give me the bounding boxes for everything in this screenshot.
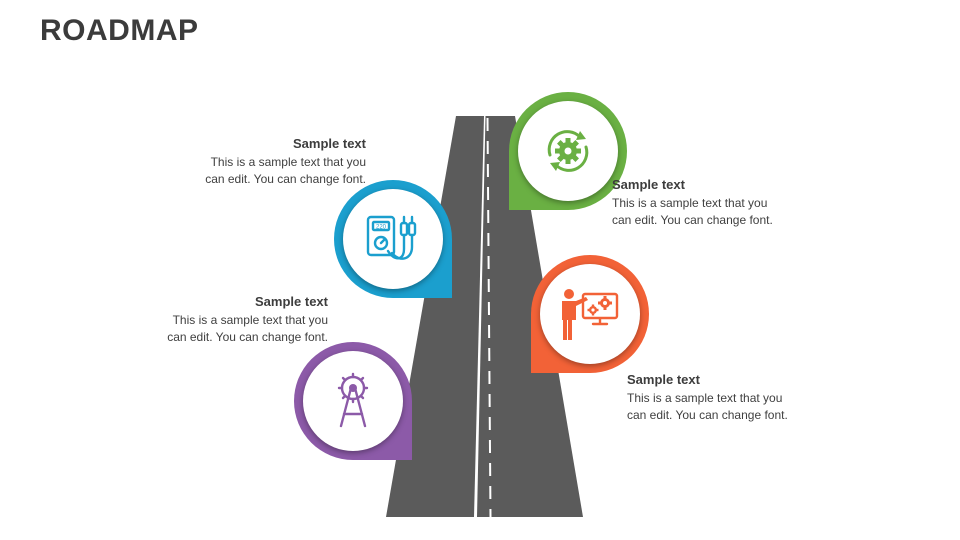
- compass-gear-icon: [337, 372, 369, 428]
- step-4-body: This is a sample text that you can edit.…: [167, 313, 328, 344]
- svg-text:220: 220: [376, 225, 387, 231]
- road-left-lane-line: [474, 116, 486, 517]
- presenter-gears-icon: [562, 289, 619, 340]
- step-4-heading: Sample text: [255, 294, 328, 309]
- step-2-text: Sample text This is a sample text that y…: [612, 177, 842, 229]
- step-1-marker: 220: [334, 180, 452, 298]
- step-1-icon-circle: 220: [343, 189, 443, 289]
- step-3-marker: [531, 255, 649, 373]
- step-1-body: This is a sample text that you can edit.…: [205, 155, 366, 186]
- step-3-body: This is a sample text that you can edit.…: [627, 391, 788, 422]
- step-3-heading: Sample text: [627, 372, 700, 387]
- step-3-text: Sample text This is a sample text that y…: [627, 372, 857, 424]
- step-2-icon-circle: [518, 101, 618, 201]
- road-surface: [386, 116, 583, 517]
- step-2-body: This is a sample text that you can edit.…: [612, 196, 773, 227]
- step-4-text: Sample text This is a sample text that y…: [98, 294, 328, 346]
- gear-cycle-icon: [547, 130, 589, 172]
- step-1-text: Sample text This is a sample text that y…: [136, 136, 366, 188]
- page-title: ROADMAP: [40, 14, 199, 47]
- step-1-heading: Sample text: [293, 136, 366, 151]
- step-4-icon-circle: [303, 351, 403, 451]
- road-center-dashed-line: [486, 117, 492, 518]
- multimeter-icon: 220: [366, 215, 417, 260]
- step-4-marker: [294, 342, 412, 460]
- step-3-icon-circle: [540, 264, 640, 364]
- step-2-heading: Sample text: [612, 177, 685, 192]
- step-2-marker: [509, 92, 627, 210]
